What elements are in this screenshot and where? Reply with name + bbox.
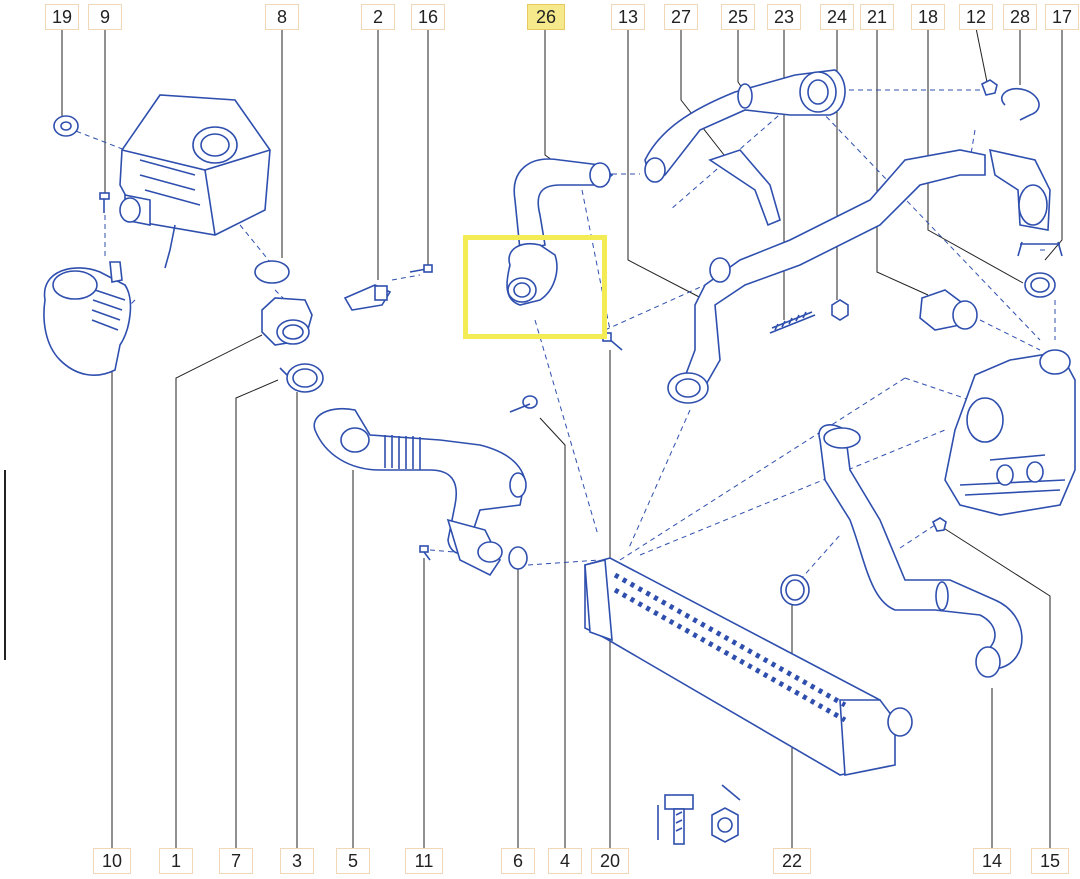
charge-hose-14: [818, 424, 1023, 678]
callout-20[interactable]: 20: [591, 848, 629, 874]
callout-11[interactable]: 11: [405, 848, 443, 874]
grommet-part: [53, 115, 79, 137]
bolt-part-16: [409, 264, 433, 273]
screw-part: [99, 192, 110, 213]
o-ring-part: [254, 260, 290, 284]
callout-18[interactable]: 18: [911, 4, 945, 30]
stud-23: [769, 311, 816, 334]
callout-16[interactable]: 16: [411, 4, 445, 30]
valve-21: [919, 289, 978, 331]
charge-hose-13: [667, 149, 986, 404]
fastener-key-symbols: [657, 784, 741, 845]
callout-27[interactable]: 27: [664, 4, 698, 30]
hose-clamp-22: [780, 574, 810, 606]
callout-13[interactable]: 13: [611, 4, 645, 30]
sensor-part: [343, 284, 392, 311]
callout-6[interactable]: 6: [501, 848, 535, 874]
callout-26[interactable]: 26: [527, 4, 565, 30]
callout-2[interactable]: 2: [361, 4, 395, 30]
callout-7[interactable]: 7: [219, 848, 253, 874]
hose-25-and-bracket-27: [644, 69, 846, 227]
callout-19[interactable]: 19: [45, 4, 79, 30]
o-ring-6: [508, 546, 528, 570]
charge-hose-26: [506, 158, 614, 306]
highlight-box: [463, 235, 607, 339]
seal-18: [1017, 241, 1063, 298]
callout-25[interactable]: 25: [721, 4, 755, 30]
nut-24: [831, 299, 849, 321]
callout-4[interactable]: 4: [548, 848, 582, 874]
page-edge-rule: [4, 470, 6, 660]
callout-22[interactable]: 22: [773, 848, 811, 874]
turbo-manifold: [944, 349, 1076, 516]
intake-duct: [43, 261, 132, 376]
nut-15: [931, 517, 947, 532]
nut-12: [981, 79, 998, 96]
air-filter-housing: [119, 94, 271, 269]
callout-8[interactable]: 8: [265, 4, 299, 30]
small-screw: [279, 367, 288, 376]
callout-17[interactable]: 17: [1045, 4, 1079, 30]
callout-12[interactable]: 12: [959, 4, 993, 30]
callout-15[interactable]: 15: [1031, 848, 1069, 874]
callout-10[interactable]: 10: [93, 848, 131, 874]
callout-9[interactable]: 9: [88, 4, 122, 30]
connector-17: [988, 148, 1051, 231]
air-hose-5: [313, 408, 527, 577]
callout-24[interactable]: 24: [820, 4, 854, 30]
callout-28[interactable]: 28: [1003, 4, 1037, 30]
callout-23[interactable]: 23: [767, 4, 801, 30]
spring-clip-28: [1001, 87, 1040, 121]
air-flow-meter: [261, 297, 313, 346]
callout-5[interactable]: 5: [336, 848, 370, 874]
callout-21[interactable]: 21: [860, 4, 894, 30]
intercooler: [584, 557, 913, 776]
small-bolt-11: [419, 545, 431, 561]
callout-3[interactable]: 3: [280, 848, 314, 874]
long-bolt-4: [509, 395, 538, 413]
callout-1[interactable]: 1: [159, 848, 193, 874]
hose-clamp-3: [286, 363, 324, 393]
callout-14[interactable]: 14: [973, 848, 1011, 874]
